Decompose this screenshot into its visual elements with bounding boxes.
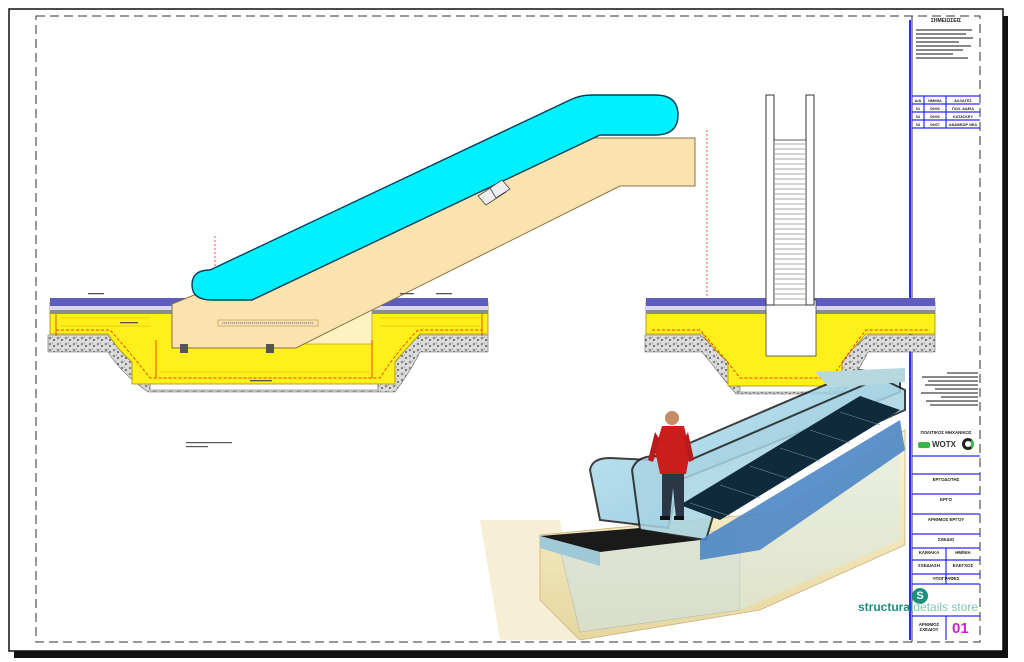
date-label: ΗΜ/ΝΙΑ: [955, 550, 971, 555]
left-section-view: [47, 94, 708, 448]
logo-mark: [918, 442, 930, 448]
designer-label: ΠΟΛΙΤΙΚΟΣ ΜΗΧΑΝΙΚΟΣ: [920, 430, 972, 435]
drawing-label: ΣΧΕΔΙΟ: [937, 537, 955, 542]
escalator-steps: [775, 143, 805, 300]
rev-1-change: ΠΟΛ. ΑΔΕΙΑ: [952, 106, 974, 111]
structural-details-store-icon: S: [912, 588, 928, 604]
scale-label: ΚΛΙΜΑΚΑ: [918, 550, 940, 555]
rev-header-date: ΗΜ/ΝΙΑ: [928, 98, 942, 103]
signatures-label: ΥΠΟΓΡΑΦΕΣ: [932, 576, 960, 581]
sheet-label-line2: ΣΧΕΔΙΟΥ: [919, 627, 939, 633]
brand-light: details store: [913, 600, 979, 614]
brand-bold: structural: [858, 600, 914, 614]
right-cross-section-view: [644, 94, 936, 395]
escalator-3d-render: [480, 368, 906, 641]
logo-swirl: [962, 438, 974, 450]
rev-2-no: 02: [915, 114, 921, 119]
drawn-by-label: ΣΧΕΔΙΑΣΗ: [918, 563, 940, 568]
title-block-grid: [912, 95, 980, 640]
rev-header-change: ΑΛΛΑΓΕΣ: [954, 98, 972, 103]
rev-3-date: 09/07: [930, 122, 940, 127]
rev-2-date: 06/06: [930, 114, 940, 119]
address-block: [916, 370, 978, 408]
rev-3-change: ΑΝΑΘΕΩΡ ΝΕΑ: [948, 122, 978, 127]
logo-icon: WOTX: [916, 438, 976, 454]
rev-3-no: 03: [915, 122, 921, 127]
notes-title: ΣΗΜΕΙΩΣΕΙΣ: [930, 18, 962, 24]
brand-wordmark: structuraldetails store: [858, 600, 978, 614]
sheet-label: ΑΡΙΘΜΟΣ ΣΧΕΔΙΟΥ: [912, 622, 946, 632]
rev-2-change: ΚΑΤΑΣΚΕΥ: [952, 114, 974, 119]
project-label: ΕΡΓΟ: [940, 497, 952, 502]
person-figure: [648, 411, 694, 520]
sheet-label-line1: ΑΡΙΘΜΟΣ: [918, 622, 940, 627]
checked-label: ΕΛΕΓΧΟΣ: [952, 563, 974, 568]
logo-text: WOTX: [932, 440, 956, 449]
rev-1-date: 06/06: [930, 106, 940, 111]
revisions-table: Α/Α ΗΜ/ΝΙΑ ΑΛΛΑΓΕΣ 01 06/06 ΠΟΛ. ΑΔΕΙΑ 0…: [912, 97, 980, 129]
notes-text: [916, 27, 978, 87]
rev-1-no: 01: [915, 106, 921, 111]
rev-header-no: Α/Α: [914, 98, 922, 103]
owner-label: ΕΡΓΟΔΟΤΗΣ: [932, 477, 960, 482]
project-number-label: ΑΡΙΘΜΟΣ ΕΡΓΟΥ: [927, 517, 965, 522]
sheet-number: 01: [952, 620, 969, 637]
